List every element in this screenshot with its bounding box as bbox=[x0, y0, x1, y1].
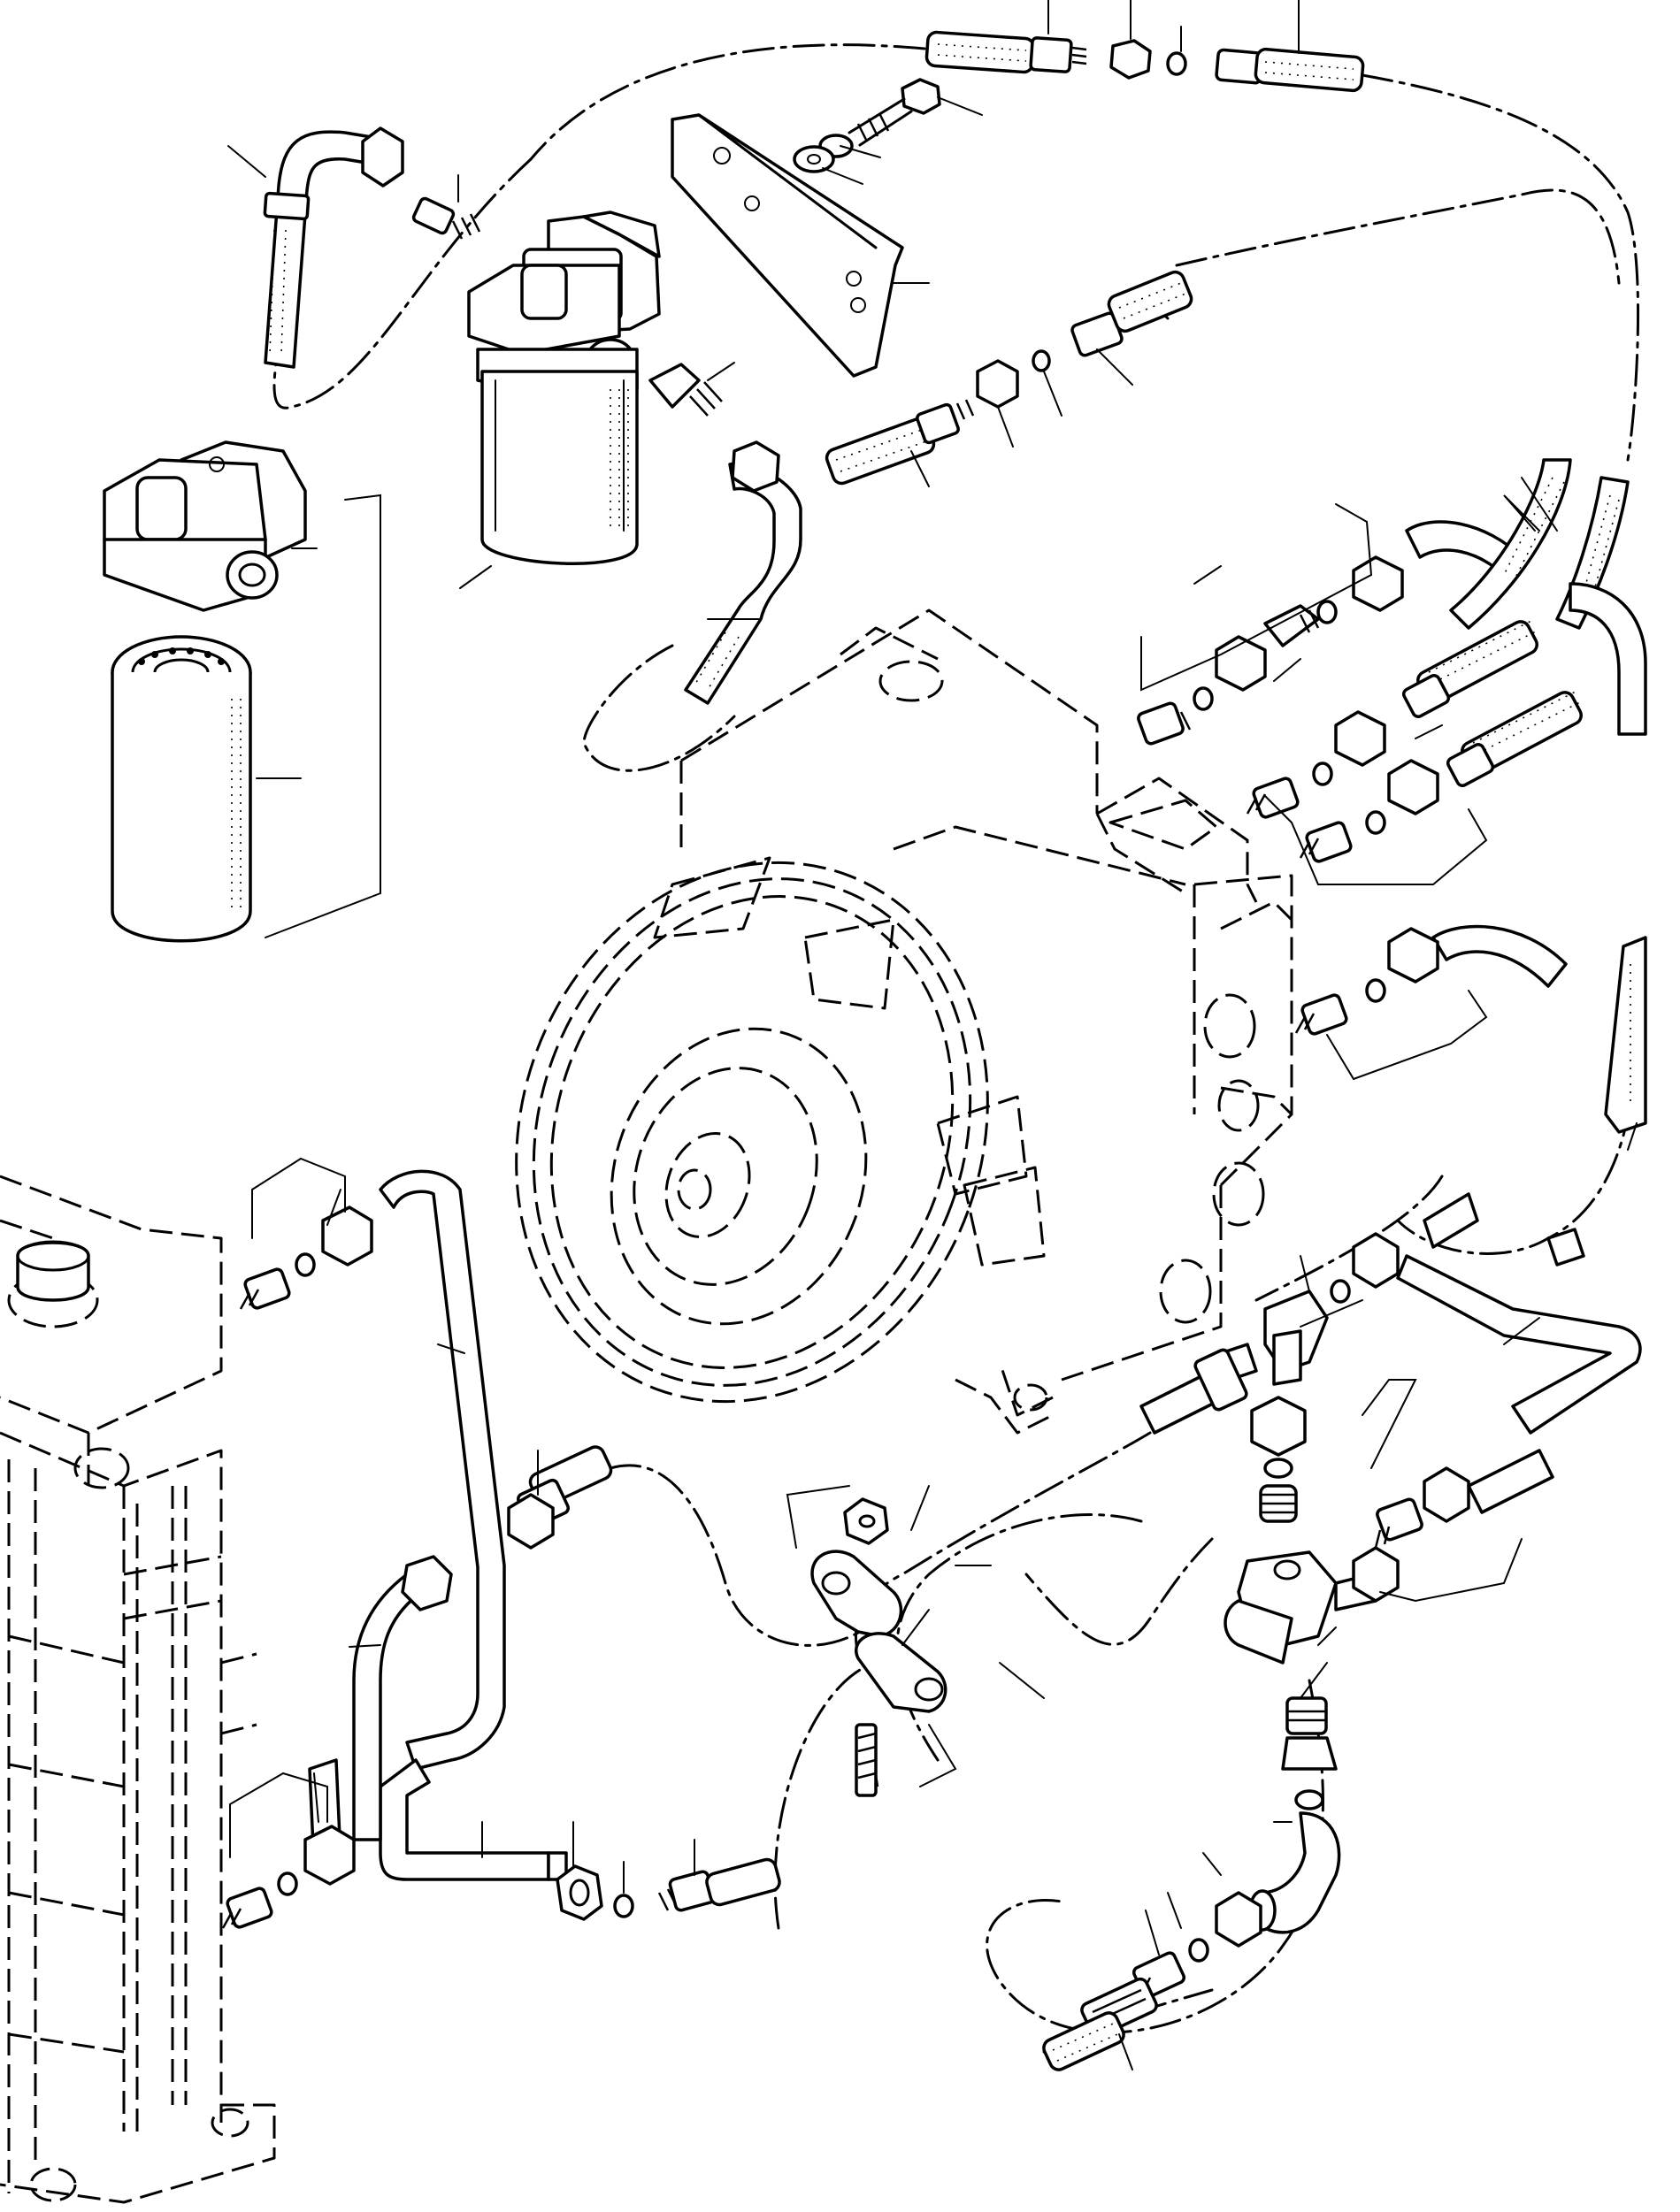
pipe-bracket-left bbox=[221, 1157, 781, 1929]
transmission-housing bbox=[515, 608, 1293, 1435]
filter-head-spare bbox=[103, 440, 318, 612]
top-hose-assembly bbox=[924, 0, 1365, 93]
filter-canister bbox=[459, 210, 735, 589]
pipe-filter-outlet bbox=[684, 440, 802, 705]
hose-right-outlets bbox=[1137, 458, 1647, 1151]
routing-lines bbox=[272, 43, 1640, 2054]
tee-fitting bbox=[1139, 1192, 1642, 1810]
filter-element bbox=[111, 494, 381, 943]
hose-top-left bbox=[227, 126, 481, 369]
bracket-group bbox=[671, 78, 983, 378]
radiator bbox=[0, 1175, 276, 2204]
hose-mid bbox=[825, 270, 1193, 487]
elbow-fitting bbox=[1042, 1811, 1341, 2071]
hose-clamp bbox=[786, 1485, 1045, 1797]
